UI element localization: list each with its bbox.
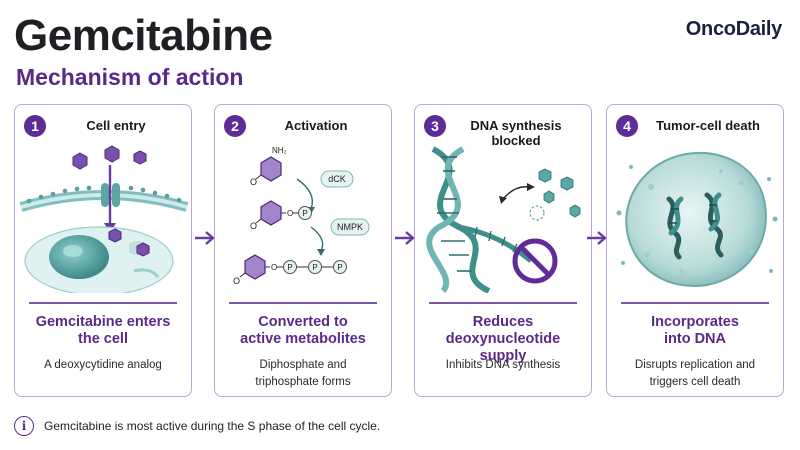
cell-entry-illustration xyxy=(19,145,189,293)
svg-text:dCK: dCK xyxy=(328,174,346,184)
step-panel-cell-entry: 1 Cell entry xyxy=(14,104,192,397)
step-description: Inhibits DNA synthesis xyxy=(445,359,561,371)
svg-text:NH₂: NH₂ xyxy=(272,146,287,155)
svg-text:O: O xyxy=(233,276,240,286)
svg-text:P: P xyxy=(302,209,307,218)
svg-text:P: P xyxy=(287,263,292,272)
svg-text:O: O xyxy=(250,177,257,187)
page-title: Gemcitabine xyxy=(14,11,273,60)
tumor-cell-illustration xyxy=(616,151,778,287)
dna-helix-illustration xyxy=(426,146,581,293)
panel-divider xyxy=(29,302,177,304)
arrow-right-icon xyxy=(395,231,415,245)
step-number-badge: 1 xyxy=(24,115,46,137)
footer-note-text: Gemcitabine is most active during the S … xyxy=(44,419,381,433)
info-icon: i xyxy=(14,416,34,436)
step-number-badge: 4 xyxy=(616,115,638,137)
svg-text:O: O xyxy=(287,209,293,218)
arrow-right-icon xyxy=(195,231,215,245)
step-panel-activation: 2 Activation NH₂ O dCK O O P NMPK O O P xyxy=(214,104,392,397)
svg-text:O: O xyxy=(250,221,257,231)
brand-logo: OncoDaily xyxy=(685,18,783,40)
step-number-badge: 2 xyxy=(224,115,246,137)
footer-note: i Gemcitabine is most active during the … xyxy=(14,414,380,438)
panel-divider xyxy=(621,302,769,304)
svg-text:O: O xyxy=(271,263,277,272)
step-title: Activation xyxy=(284,118,348,133)
svg-text:P: P xyxy=(337,263,342,272)
panel-divider xyxy=(429,302,577,304)
panel-divider xyxy=(229,302,377,304)
activation-illustration: NH₂ O dCK O O P NMPK O O P P P xyxy=(233,146,370,286)
step-number-badge: 3 xyxy=(424,115,446,137)
step-title: Tumor-cell death xyxy=(656,118,760,133)
svg-text:P: P xyxy=(312,263,317,272)
svg-text:NMPK: NMPK xyxy=(337,222,363,232)
step-description: A deoxycytidine analog xyxy=(44,359,162,371)
step-title: DNA synthesis blocked xyxy=(470,118,562,148)
arrow-right-icon xyxy=(587,231,607,245)
page-subtitle: Mechanism of action xyxy=(16,64,244,90)
step-title: Cell entry xyxy=(86,118,146,133)
step-panel-dna-synthesis-blocked: 3 DNA synthesis blocked Reduce xyxy=(414,104,592,397)
